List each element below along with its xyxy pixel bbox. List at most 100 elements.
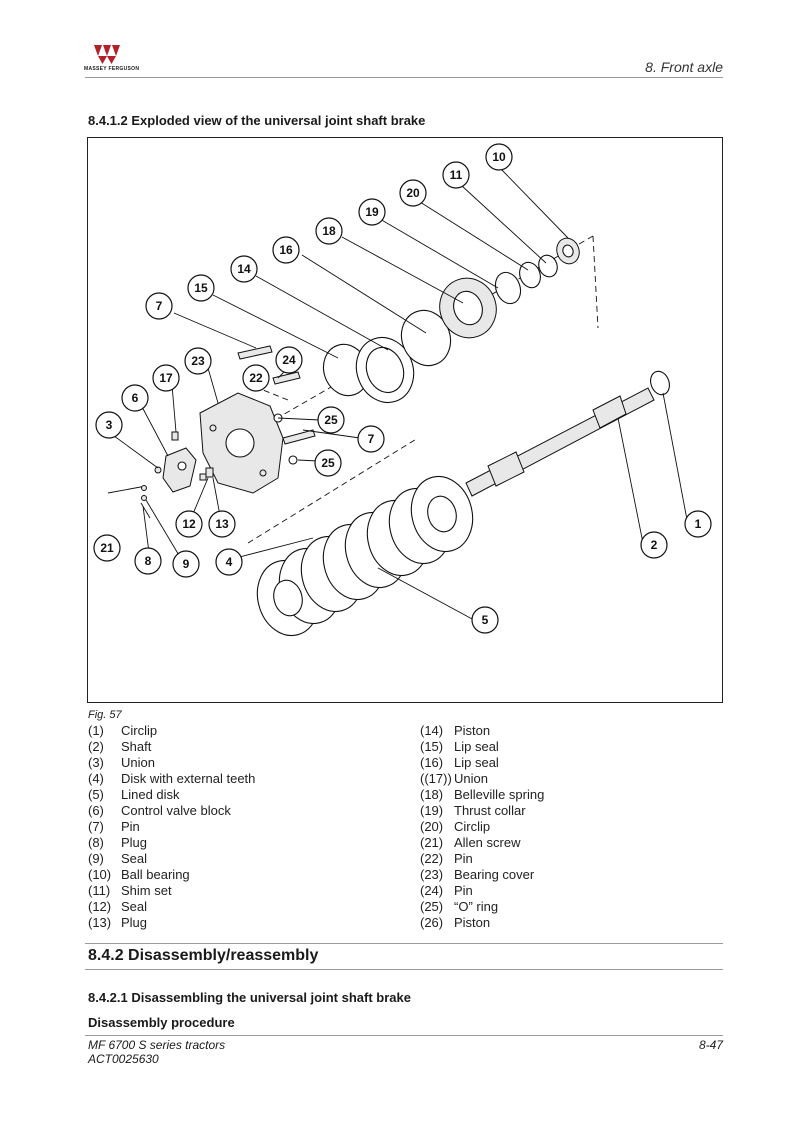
legend-item-number: (16)	[420, 755, 444, 770]
legend-item-number: (24)	[420, 883, 444, 898]
svg-text:13: 13	[215, 517, 229, 531]
svg-text:1: 1	[695, 517, 702, 531]
legend-item-label: Shaft	[121, 739, 152, 754]
legend-item: (19)Thrust collar	[420, 803, 544, 819]
legend-item: (12)Seal	[88, 899, 255, 915]
legend-item-label: Ball bearing	[121, 867, 190, 882]
legend-item-number: (7)	[88, 819, 104, 834]
callout-16: 16	[272, 236, 300, 264]
legend-item: (25)“O” ring	[420, 899, 544, 915]
callout-9: 9	[172, 550, 200, 578]
figure-caption: Fig. 57	[88, 709, 122, 721]
callout-23: 23	[184, 347, 212, 375]
legend-item-number: (21)	[420, 835, 444, 850]
legend-item-label: Circlip	[121, 723, 158, 738]
legend-item-number: (13)	[88, 915, 112, 930]
svg-text:2: 2	[651, 538, 658, 552]
legend-item: (22)Pin	[420, 851, 544, 867]
svg-text:15: 15	[194, 281, 208, 295]
callout-25: 25	[317, 406, 345, 434]
callout-5: 5	[471, 606, 499, 634]
callout-6: 6	[121, 384, 149, 412]
legend-item-number: (19)	[420, 803, 444, 818]
legend-item: (7)Pin	[88, 819, 255, 835]
legend-item-label: Circlip	[454, 819, 491, 834]
legend-item: (26)Piston	[420, 915, 544, 931]
legend-item-number: (6)	[88, 803, 104, 818]
header-divider	[85, 77, 723, 78]
callout-18: 18	[315, 217, 343, 245]
svg-text:6: 6	[132, 391, 139, 405]
callout-10: 10	[485, 143, 513, 171]
legend-item: (4) Disk with external teeth	[88, 771, 255, 787]
legend-item-label: Piston	[454, 723, 491, 738]
legend-item-label: Disk with external teeth	[121, 771, 256, 786]
legend-item-number: (25)	[420, 899, 444, 914]
svg-text:24: 24	[282, 353, 296, 367]
legend-item-number: (4)	[88, 771, 104, 786]
legend-item-label: Belleville spring	[454, 787, 545, 802]
legend-item-number: (15)	[420, 739, 444, 754]
parts-legend-left: (1)Circlip(2)Shaft(3)Union(4)Disk with e…	[88, 723, 255, 931]
legend-item: (18)Belleville spring	[420, 787, 544, 803]
callout-19: 19	[358, 198, 386, 226]
subsection-heading: 8.4.2.1 Disassembling the universal join…	[88, 990, 411, 1005]
legend-item: (11)Shim set	[88, 883, 255, 899]
legend-item-label: Pin	[454, 851, 473, 866]
svg-text:12: 12	[182, 517, 196, 531]
legend-item: (10)Ball bearing	[88, 867, 255, 883]
callout-8: 8	[134, 547, 162, 575]
parts-legend-right: (14)Piston(15)Lip seal(16)Lip seal((17))…	[420, 723, 544, 931]
legend-item-number: (12)	[88, 899, 112, 914]
legend-item-label: Union	[454, 771, 488, 786]
callout-22: 22	[242, 364, 270, 392]
legend-item-number: ((17))	[420, 771, 452, 786]
footer-divider	[85, 1035, 723, 1036]
callout-1: 1	[684, 510, 712, 538]
legend-item-label: Plug	[121, 835, 148, 850]
callout-17: 17	[152, 364, 180, 392]
svg-text:10: 10	[492, 150, 506, 164]
legend-item-label: Bearing cover	[454, 867, 535, 882]
legend-item: (21) Allen screw	[420, 835, 544, 851]
legend-item: (8) Plug	[88, 835, 255, 851]
legend-item-number: (8)	[88, 835, 104, 850]
legend-item-number: (14)	[420, 723, 444, 738]
callout-24: 24	[275, 346, 303, 374]
svg-text:19: 19	[365, 205, 379, 219]
svg-text:22: 22	[249, 371, 263, 385]
legend-item: ((17))Union	[420, 771, 544, 787]
legend-item-label: Union	[121, 755, 155, 770]
legend-item: (2)Shaft	[88, 739, 255, 755]
callout-4: 4	[215, 548, 243, 576]
svg-text:20: 20	[406, 186, 420, 200]
callout-15: 15	[187, 274, 215, 302]
svg-text:25: 25	[321, 456, 335, 470]
legend-item-number: (5)	[88, 787, 104, 802]
svg-text:3: 3	[106, 418, 113, 432]
callout-7b: 7	[357, 425, 385, 453]
callout-3: 3	[95, 411, 123, 439]
svg-text:21: 21	[100, 541, 114, 555]
legend-item: (9)Seal	[88, 851, 255, 867]
procedure-heading: Disassembly procedure	[88, 1015, 235, 1030]
section-title: 8.4.1.2 Exploded view of the universal j…	[88, 113, 426, 128]
disk-pack	[256, 475, 474, 637]
chapter-title: 8. Front axle	[645, 59, 723, 75]
svg-text:8: 8	[145, 554, 152, 568]
legend-item: (20)Circlip	[420, 819, 544, 835]
section-divider-top	[85, 943, 723, 944]
massey-ferguson-logo-icon	[94, 45, 120, 64]
legend-item: (13)Plug	[88, 915, 255, 931]
callout-2: 2	[640, 531, 668, 559]
svg-text:16: 16	[279, 243, 293, 257]
callout-20: 20	[399, 179, 427, 207]
legend-item-label: Lip seal	[454, 755, 499, 770]
legend-item-label: Lip seal	[454, 739, 499, 754]
svg-text:14: 14	[237, 262, 251, 276]
legend-item-label: Allen screw	[454, 835, 521, 850]
legend-item: (5)Lined disk	[88, 787, 255, 803]
svg-text:17: 17	[159, 371, 173, 385]
legend-item-number: (3)	[88, 755, 104, 770]
legend-item-number: (23)	[420, 867, 444, 882]
